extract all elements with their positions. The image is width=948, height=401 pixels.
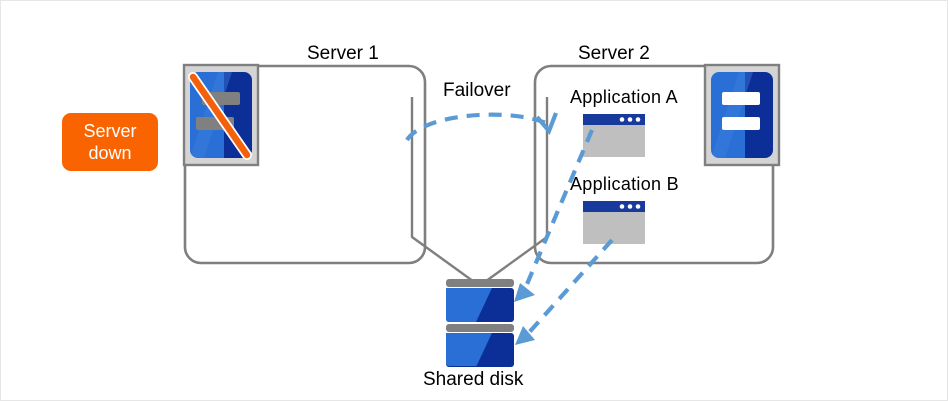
application-b-label: Application B (570, 174, 679, 194)
disk-stack-icon[interactable] (446, 279, 514, 367)
server-ok-icon (703, 63, 781, 167)
status-badge-line2: down (88, 143, 132, 163)
server1-title: Server 1 (307, 43, 379, 64)
server-down-icon (182, 63, 260, 167)
server2-title: Server 2 (578, 43, 650, 64)
dashed-arrow-app-a-icon (514, 129, 594, 302)
server1-disk-link (410, 97, 478, 285)
application-a-label: Application A (570, 87, 678, 107)
app-window-b-icon[interactable] (583, 201, 645, 244)
status-badge-line1: Server (83, 121, 137, 141)
dashed-arrow-app-b-icon (515, 238, 614, 345)
app-window-a-icon[interactable] (583, 114, 645, 157)
failover-label: Failover (443, 80, 511, 101)
shared-disk-label: Shared disk (423, 369, 524, 390)
status-badge[interactable]: Server down (62, 113, 158, 171)
curved-dashed-arrow-icon (405, 112, 558, 142)
